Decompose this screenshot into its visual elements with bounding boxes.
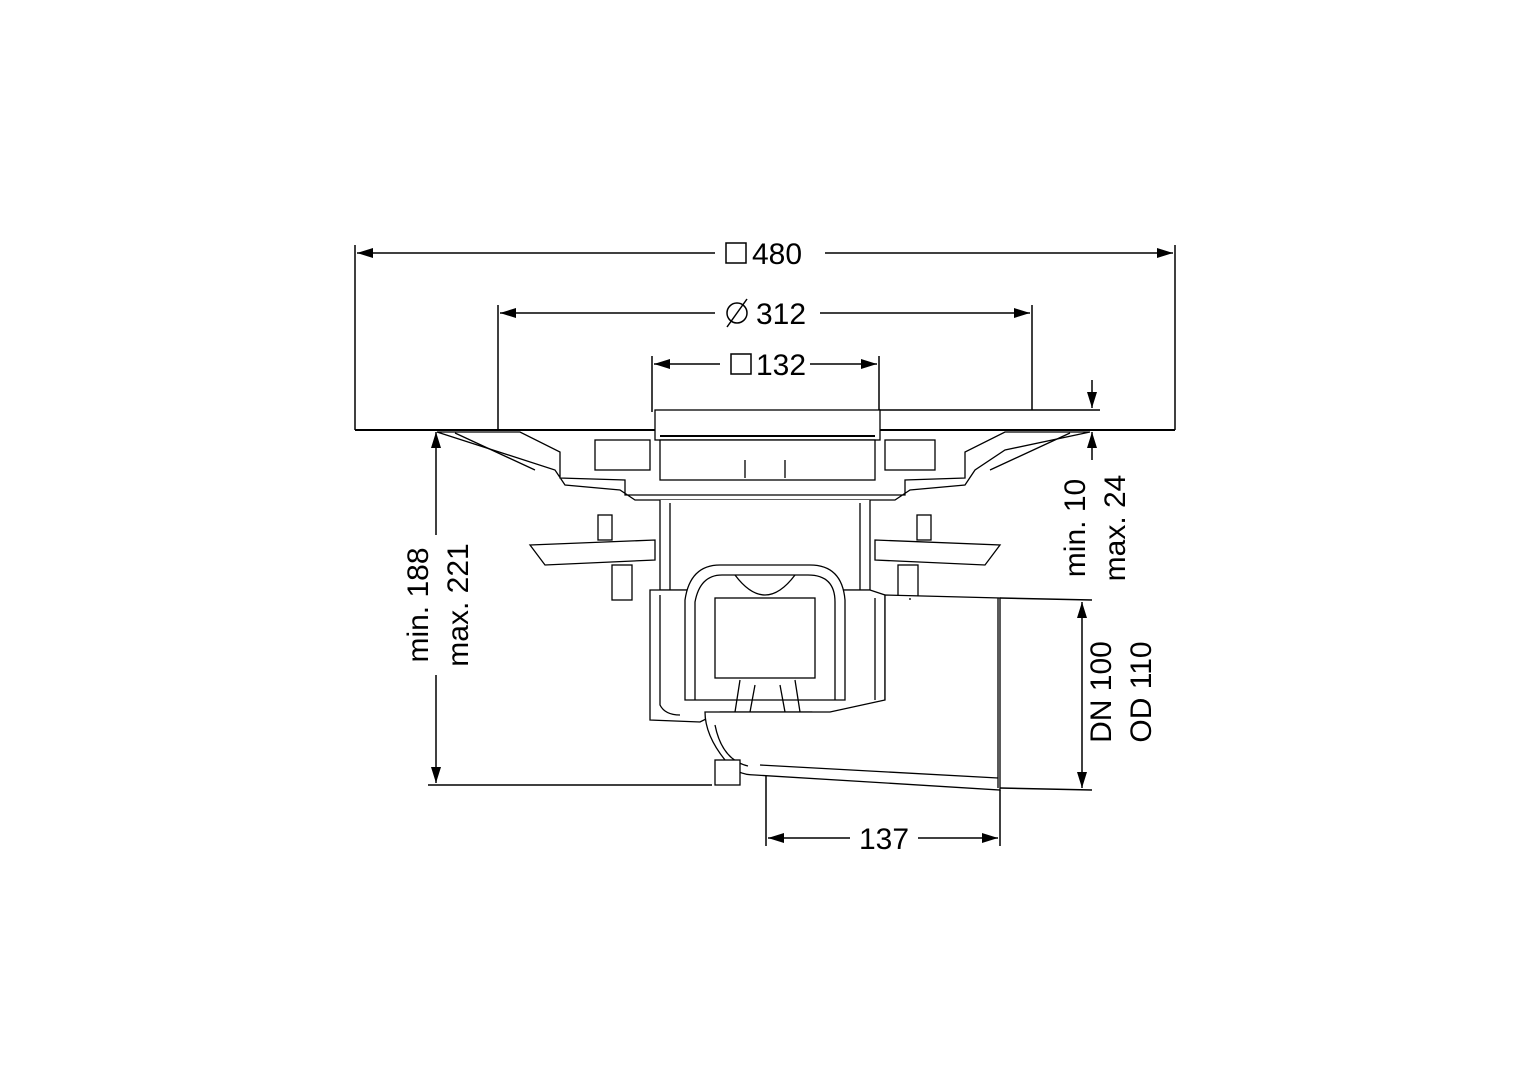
- dim-480-label: 480: [752, 238, 802, 271]
- height-max-label: max. 221: [442, 543, 475, 666]
- square-symbol-icon: [725, 242, 747, 264]
- dim-137-label: 137: [859, 823, 909, 856]
- dim-132-label: 132: [756, 349, 806, 382]
- square-symbol-icon: [730, 353, 752, 375]
- dim-height: min. 188 max. 221: [400, 432, 712, 786]
- dim-132: 132: [651, 349, 880, 412]
- outlet-od-label: OD 110: [1125, 641, 1158, 742]
- adjust-max-label: max. 24: [1099, 475, 1132, 582]
- drain-body: [436, 409, 1091, 791]
- diameter-symbol-icon: [726, 298, 748, 328]
- dim-outlet: DN 100 OD 110: [999, 597, 1158, 791]
- height-min-label: min. 188: [402, 547, 435, 662]
- adjust-min-label: min. 10: [1059, 479, 1092, 577]
- dim-312: 312: [497, 298, 1033, 430]
- dim-adjust: min. 10 max. 24: [1059, 380, 1132, 581]
- dim-312-label: 312: [756, 298, 806, 331]
- outlet-dn-label: DN 100: [1085, 641, 1118, 743]
- dim-480: 480: [354, 238, 1176, 430]
